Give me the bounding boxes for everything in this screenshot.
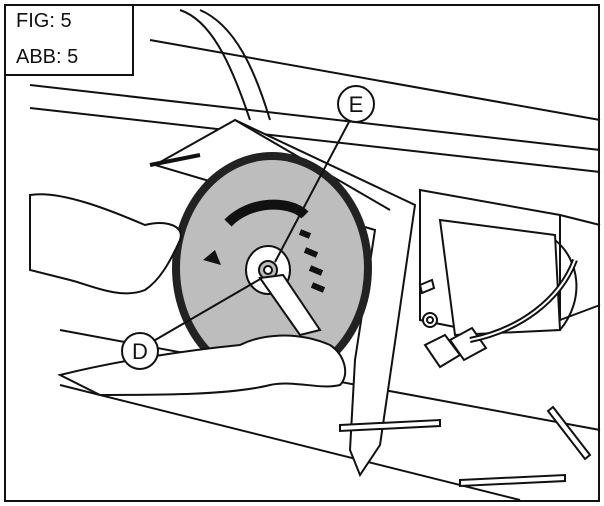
loose-parts xyxy=(149,153,592,488)
callout-e: E xyxy=(337,85,375,123)
callout-leaders xyxy=(149,119,351,344)
wrench xyxy=(258,273,322,337)
callout-e-label: E xyxy=(349,92,364,117)
callout-d-label: D xyxy=(132,339,148,364)
right-hand xyxy=(57,334,347,397)
figure-number-fig: FIG: 5 xyxy=(10,9,78,33)
left-hand xyxy=(29,193,182,295)
callout-d: D xyxy=(121,332,159,370)
figure-number-abb: ABB: 5 xyxy=(10,45,85,69)
